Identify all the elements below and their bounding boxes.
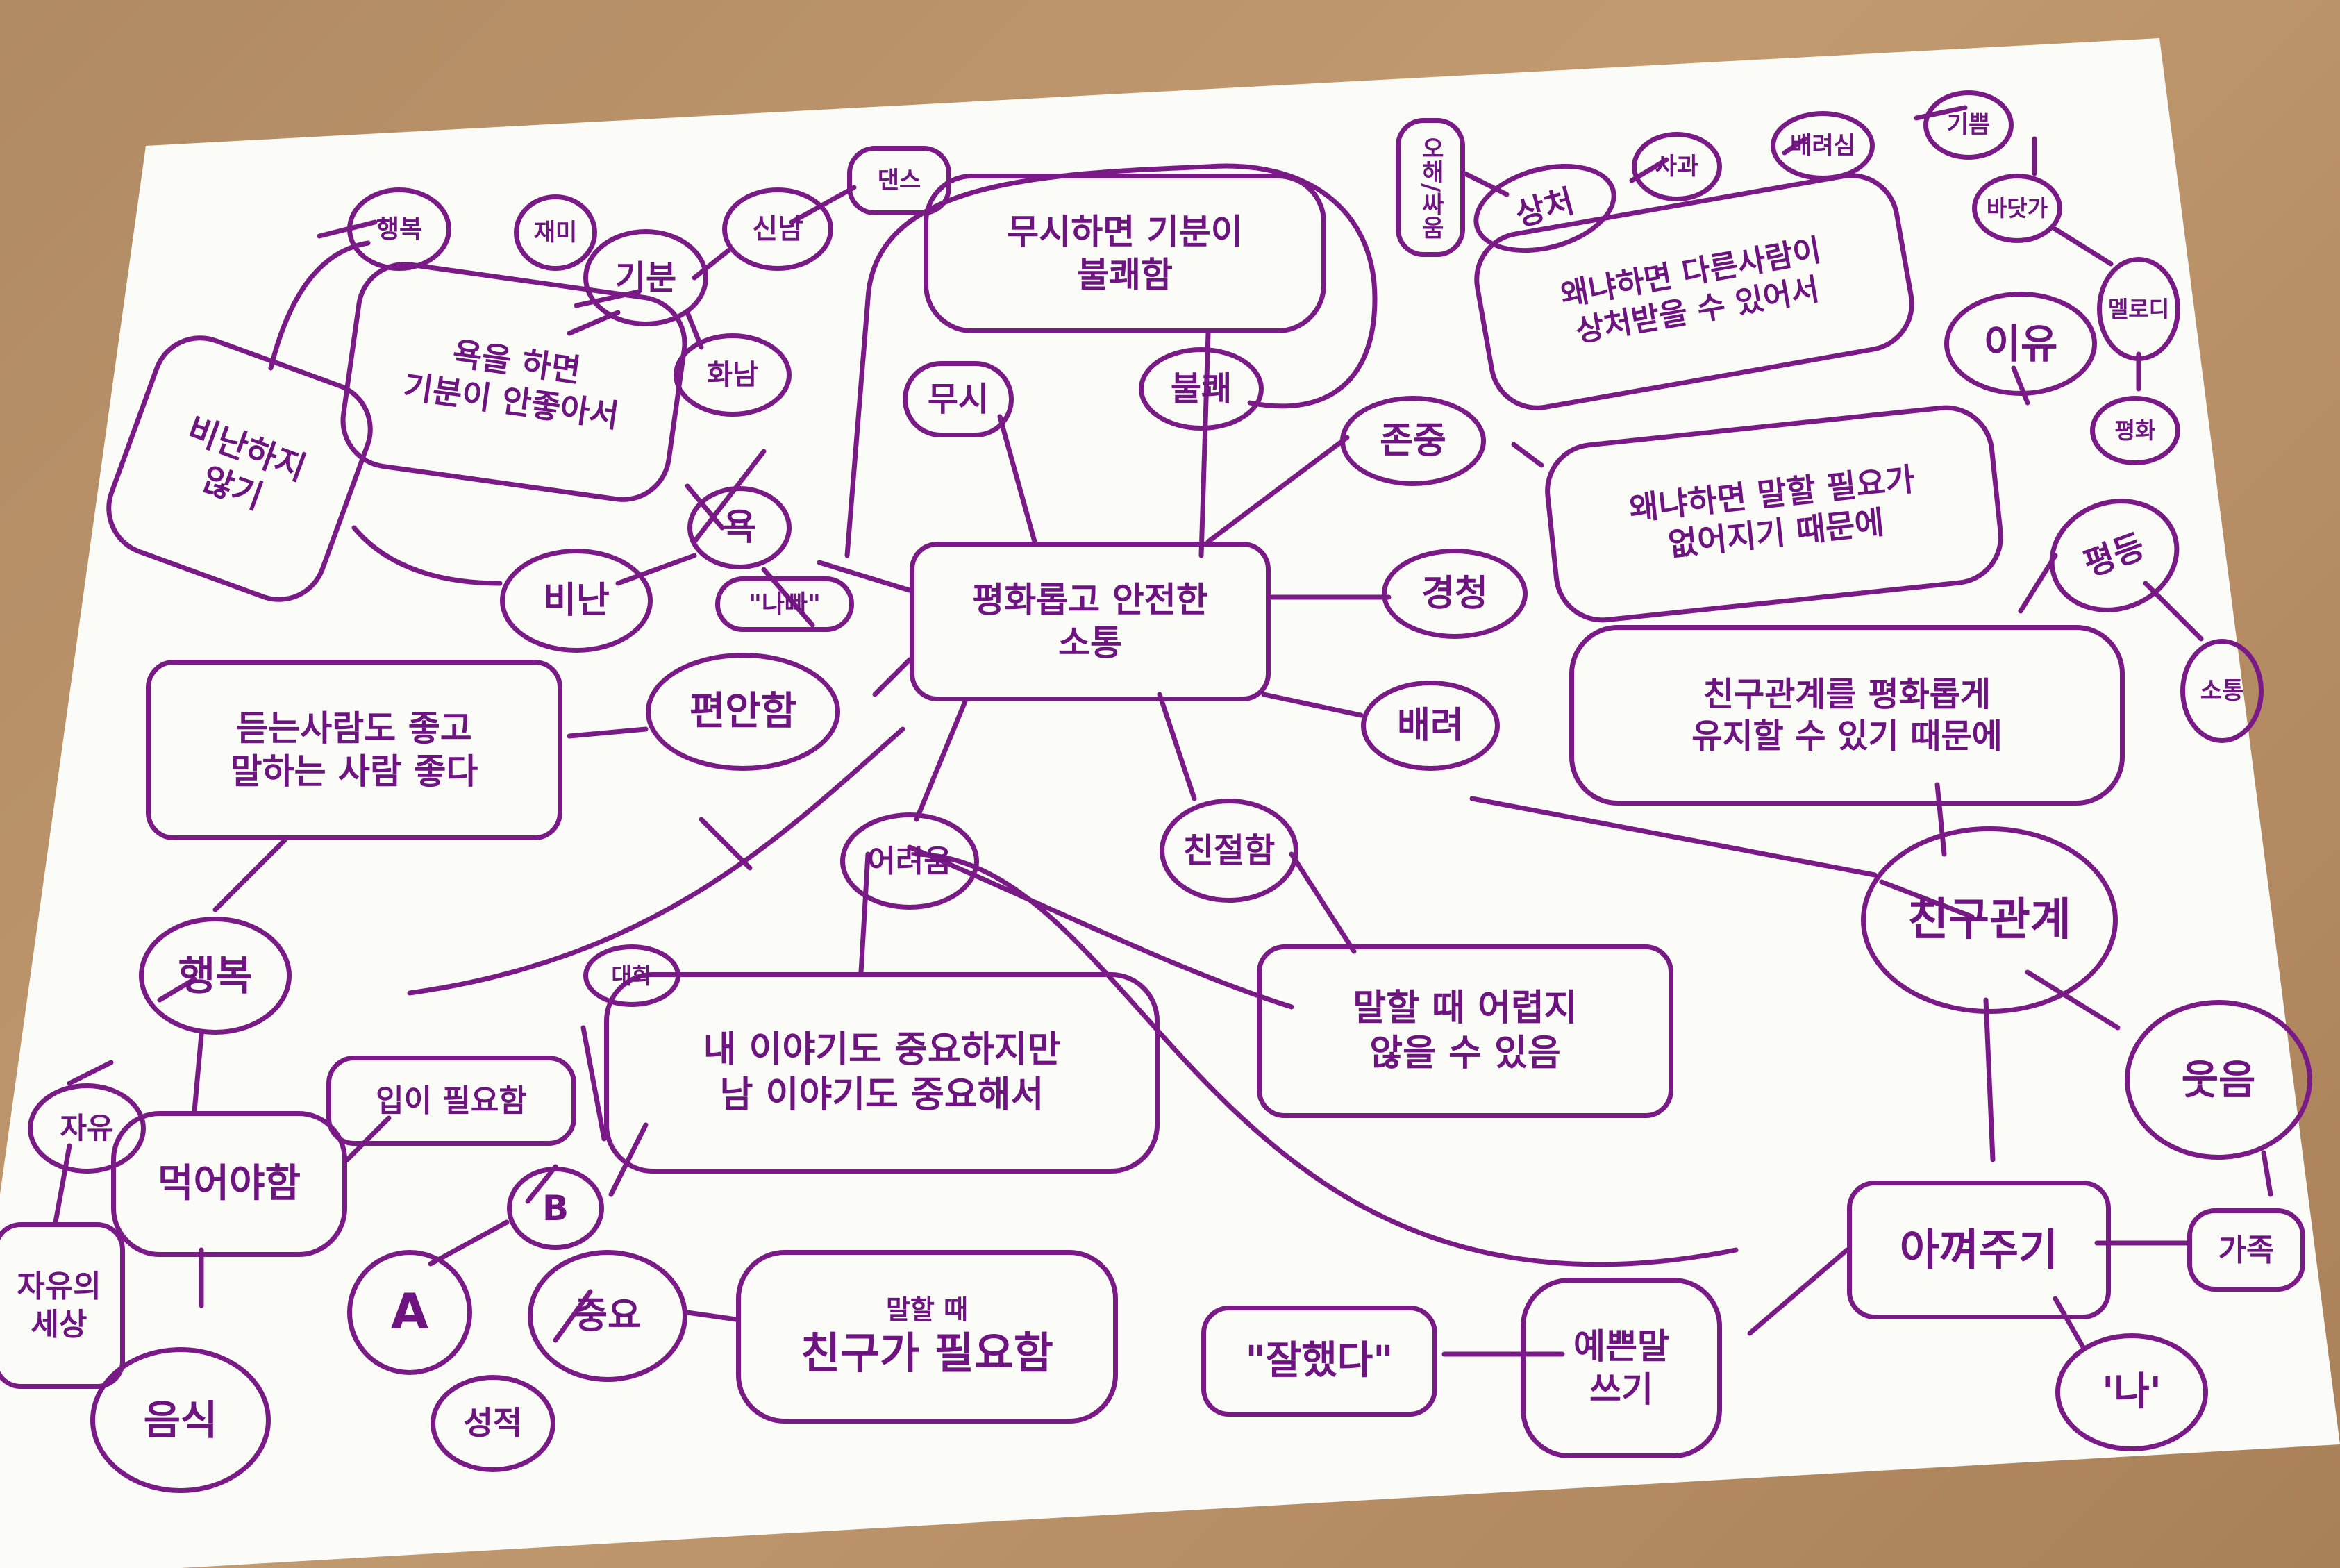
node-letter-b: B <box>507 1167 604 1250</box>
node-unpleasant: 불쾌 <box>1139 347 1264 431</box>
node-wound-e: 멜로디 <box>2097 257 2180 361</box>
node-difficulty: 어려움 <box>840 812 979 910</box>
node-wound-f: 평화 <box>2090 396 2180 465</box>
node-joy: 재미 <box>514 194 597 271</box>
node-me: '나' <box>2055 1333 2208 1451</box>
node-hint: "나빠" <box>715 576 854 632</box>
node-family: 가족 <box>2187 1208 2305 1292</box>
node-dialogue: 대화 <box>583 944 680 1007</box>
node-swear: 욕 <box>687 486 792 569</box>
center-node: 평화롭고 안전한 소통 <box>910 542 1271 701</box>
node-friendship: 친구관계 <box>1861 826 2118 1014</box>
node-wound-a: 사과 <box>1632 132 1722 201</box>
node-need-mouth: 입이 필요함 <box>326 1056 576 1146</box>
node-grade: 성적 <box>431 1375 555 1472</box>
node-eat: 먹어야함 <box>111 1111 347 1257</box>
node-angry: 화남 <box>674 333 792 417</box>
node-care-reason: 친구관계를 평화롭게 유지할 수 있기 때문에 <box>1569 625 2125 806</box>
need-friend-main: 친구가 필요함 <box>801 1328 1053 1378</box>
node-my-story: 내 이야기도 중요하지만 남 이야기도 중요해서 <box>604 972 1160 1174</box>
node-wound-d: 바닷가 <box>1972 174 2062 243</box>
node-wound-c: 기쁨 <box>1923 90 2014 160</box>
node-happiness: 행복 <box>139 917 292 1035</box>
node-well-done: "잘했다" <box>1201 1306 1437 1417</box>
node-freedom-world: 자유의 세상 <box>0 1222 125 1389</box>
node-comfort: 편안함 <box>646 653 840 771</box>
node-blame: 비난 <box>500 549 653 653</box>
node-respect: 존중 <box>1340 396 1486 486</box>
node-kindness: 친절함 <box>1160 799 1298 903</box>
node-food: 음식 <box>90 1347 271 1493</box>
node-care: 배려 <box>1361 681 1500 771</box>
node-mood: 기분 <box>583 229 708 326</box>
node-ignore: 무시 <box>903 361 1014 437</box>
node-reason: 이유 <box>1944 292 2097 396</box>
node-letter-a: A <box>347 1250 472 1375</box>
node-wound-b: 배려심 <box>1771 111 1875 181</box>
node-need-friend: 말할 때 친구가 필요함 <box>736 1250 1118 1424</box>
node-cherish: 아껴주기 <box>1847 1181 2111 1319</box>
node-happy-top: 행복 <box>347 187 451 271</box>
node-ignore-unpleasant: 무시하면 기분이 불쾌함 <box>924 174 1326 333</box>
node-smile: 웃음 <box>2125 1000 2312 1160</box>
node-important: 중요 <box>528 1250 687 1382</box>
node-dance: 댄스 <box>847 146 951 215</box>
node-comfort-reason: 듣는사람도 좋고 말하는 사람 좋다 <box>146 660 562 840</box>
node-equal-b: 소통 <box>2180 639 2264 743</box>
need-friend-small: 말할 때 <box>885 1294 969 1325</box>
node-excite: 신남 <box>722 187 833 271</box>
node-listen: 경청 <box>1382 549 1528 639</box>
node-misunderstanding: 오해/싸움 <box>1396 118 1465 257</box>
node-nice-words: 예쁜말 쓰기 <box>1521 1278 1722 1458</box>
node-kind-reason: 말할 때 어렵지 않을 수 있음 <box>1257 944 1673 1118</box>
